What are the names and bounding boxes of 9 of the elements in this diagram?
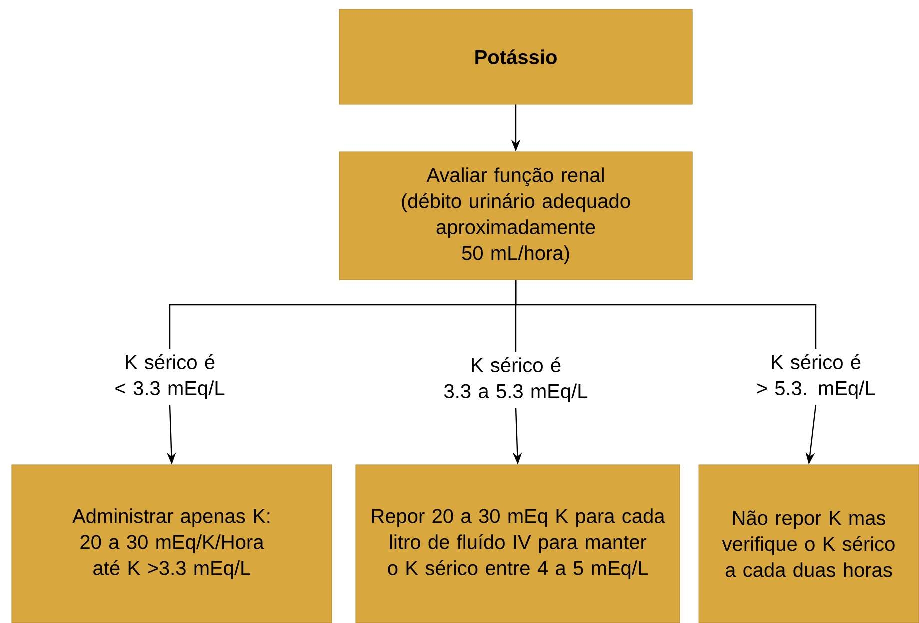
condition-text: K sérico é < 3.3 mEq/L (116, 354, 225, 400)
condition-text: K sérico é 3.3 a 5.3 mEq/L (444, 358, 588, 402)
process-box: Avaliar função renal (débito urinário adequado aproximadamente 50 mL/hora) (339, 152, 693, 280)
condition-text: K sérico é > 5.3. mEq/L (757, 354, 876, 400)
process-box: Não repor K mas verifique o K sérico a cada duas horas (698, 464, 919, 623)
connector-line (515, 280, 817, 349)
process-box: Repor 20 a 30 mEq K para cada litro de fluído IV para manter o K sérico entre 4 a 5 mEq/L (356, 464, 680, 623)
title-box: Potássio (339, 9, 693, 105)
process-box: Administrar apenas K: 20 a 30 mEq/K/Hora até K >3.3 mEq/L (12, 464, 332, 623)
